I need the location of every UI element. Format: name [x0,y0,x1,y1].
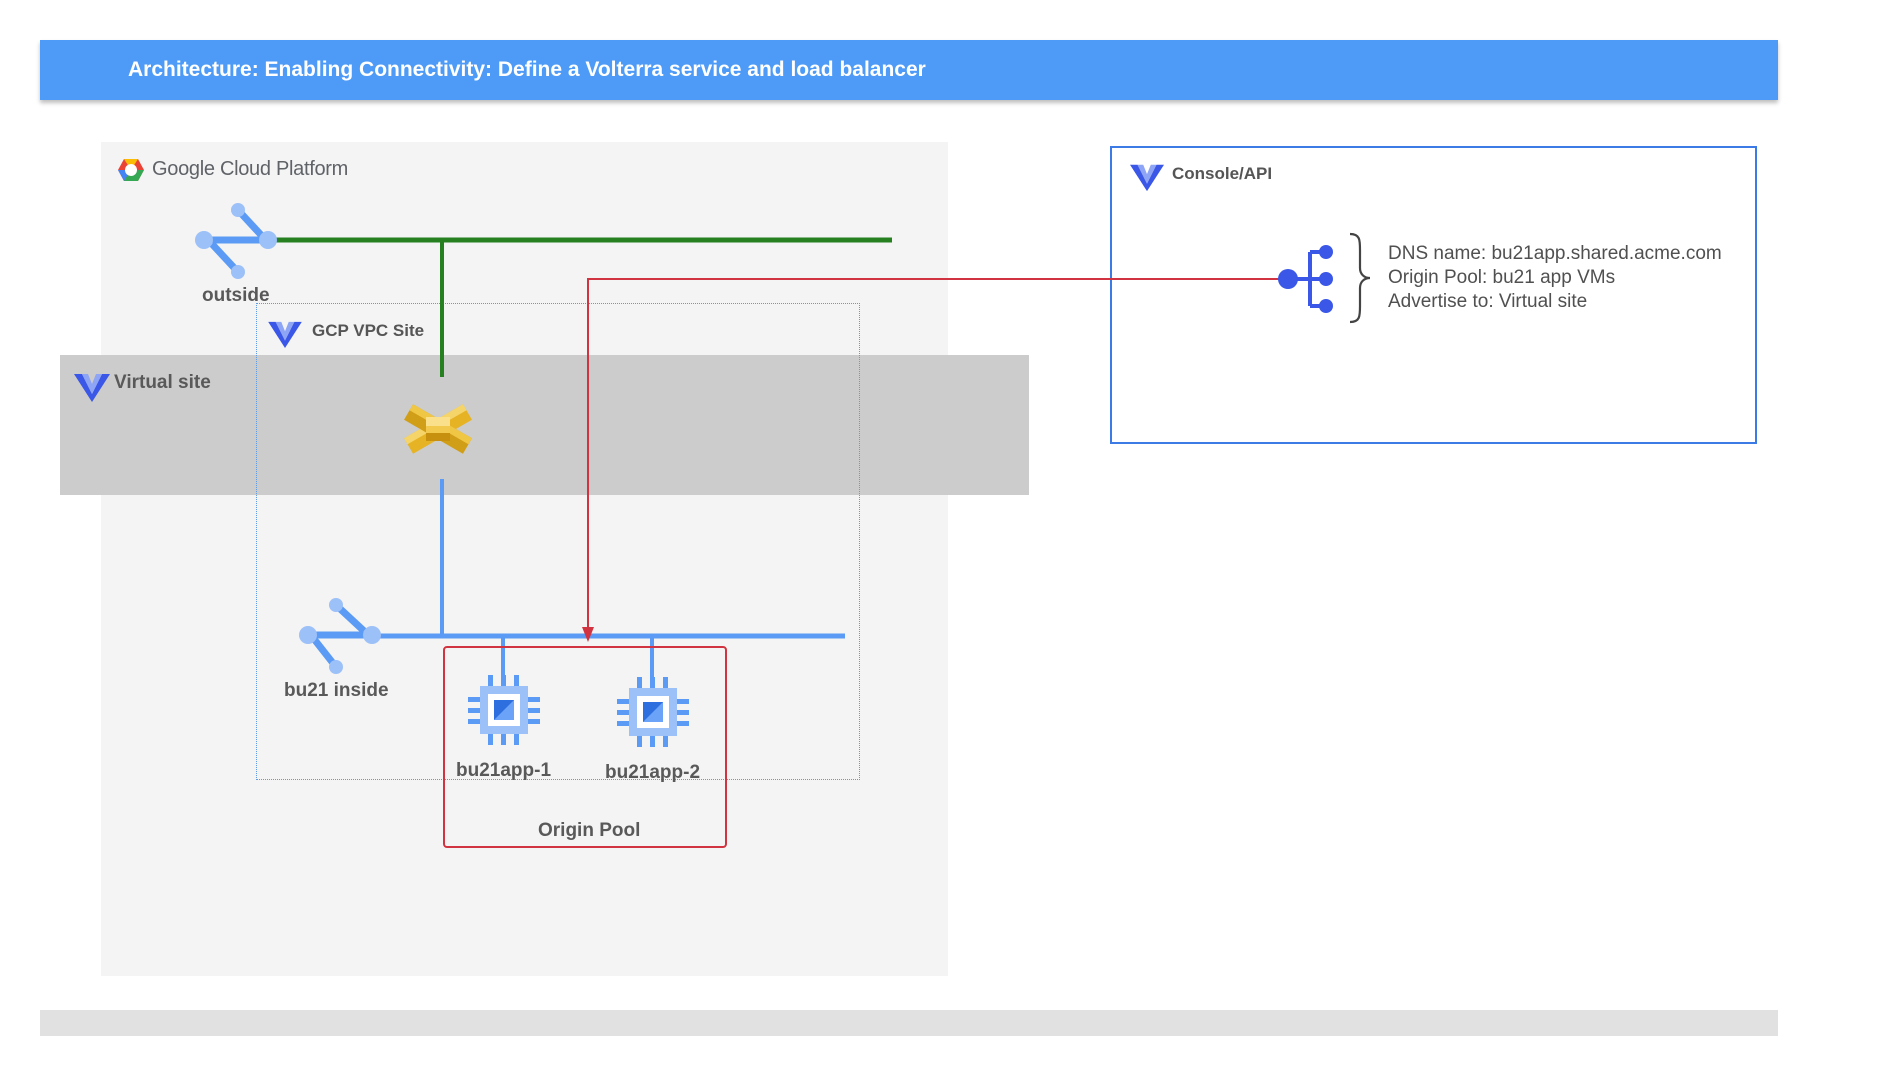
vm2-chip-icon [617,677,689,747]
virtual-site-band [60,355,1029,495]
load-balancer-details: DNS name: bu21app.shared.acme.com Origin… [1388,242,1722,314]
page-title: Architecture: Enabling Connectivity: Def… [128,58,926,81]
lb-origin-line: Origin Pool: bu21 app VMs [1388,267,1616,288]
gcp-panel [101,142,948,976]
vpc-site-logo-icon [268,321,302,348]
console-title: Console/API [1172,164,1273,183]
load-balancer-icon [1278,245,1333,313]
vpc-site-label: GCP VPC Site [312,321,425,340]
advertise-arrowhead [582,627,594,642]
header-bar [40,40,1778,100]
outside-network-label: outside [202,285,270,306]
brace-icon [1349,232,1371,324]
vm1-chip-icon [468,675,540,745]
outside-router-icon [195,203,277,279]
lb-advertise-line: Advertise to: Virtual site [1388,291,1588,312]
origin-pool-box [443,646,727,848]
vpc-site-box [256,303,860,780]
virtual-site-label: Virtual site [114,372,211,393]
volterra-node-icon [404,404,472,454]
console-box [1110,146,1757,444]
footer-bar [40,1010,1778,1036]
vm1-label: bu21app-1 [456,760,552,781]
console-logo-icon [1130,164,1164,192]
gcp-brand-label: Google Cloud Platform [152,158,349,180]
inside-network-label: bu21 inside [284,680,389,701]
vm2-label: bu21app-2 [605,762,701,783]
gcp-logo-icon [118,159,144,181]
lb-dns-line: DNS name: bu21app.shared.acme.com [1388,243,1722,264]
advertise-line [587,278,1288,636]
origin-pool-label: Origin Pool [538,820,641,841]
virtual-site-logo-icon [74,374,110,402]
inside-router-icon [299,598,381,674]
